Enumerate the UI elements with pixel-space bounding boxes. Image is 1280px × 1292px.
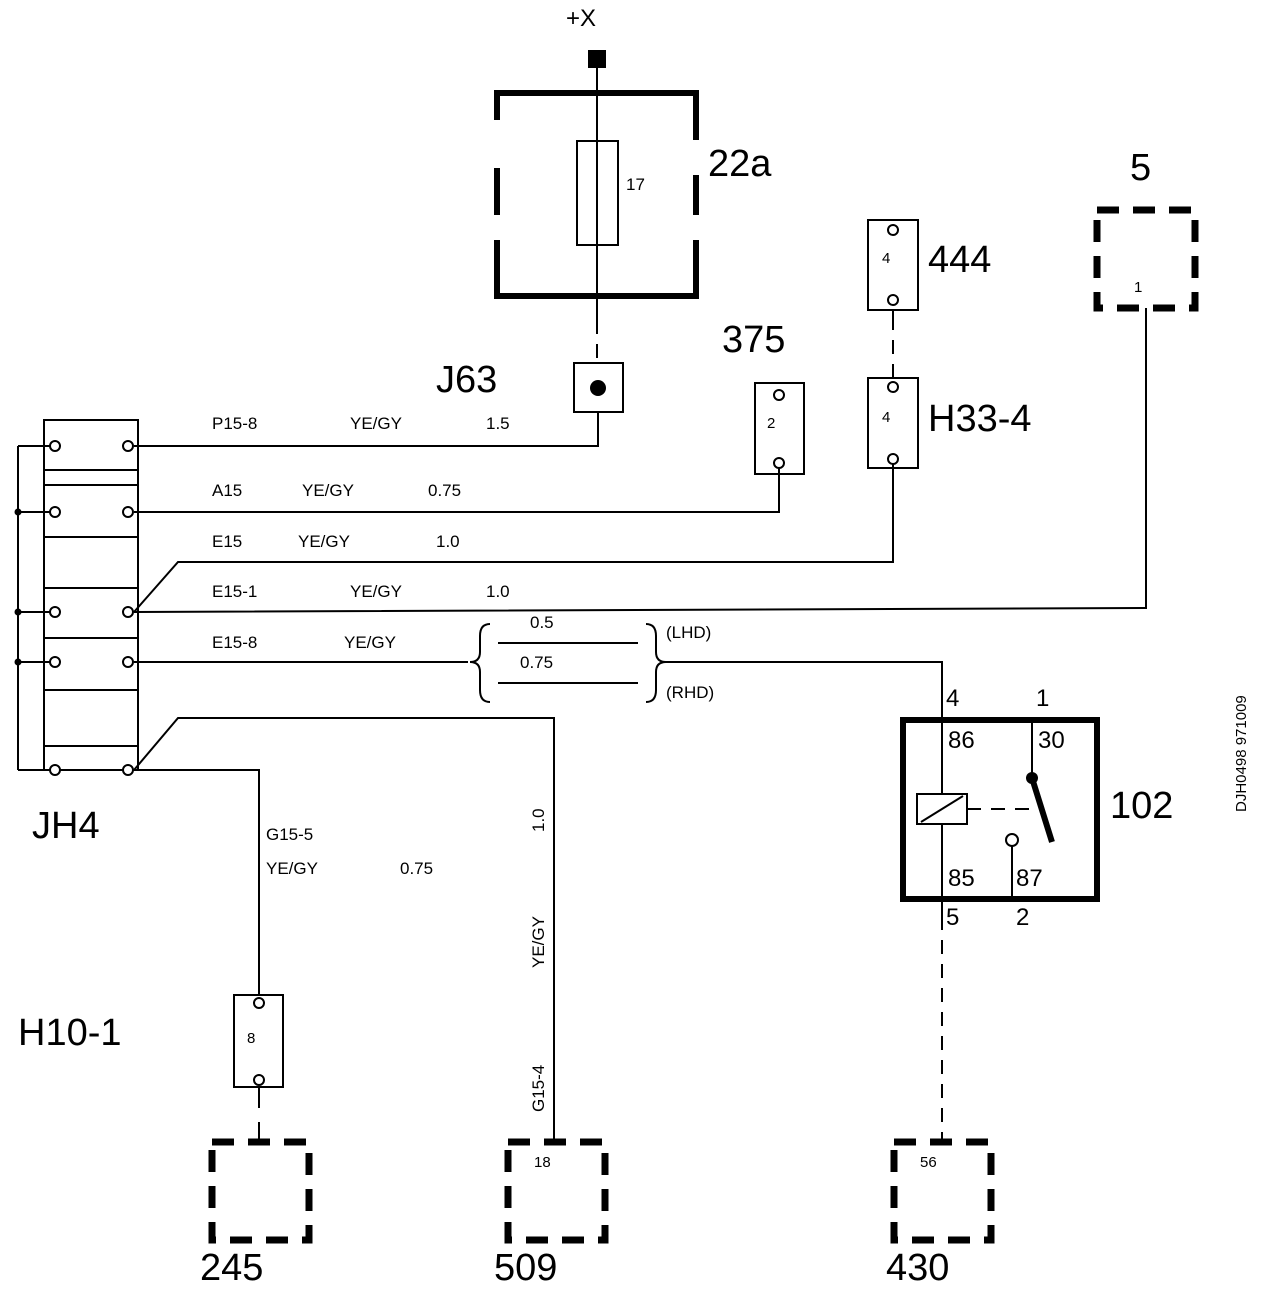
wire-a15-id: A15 [212, 481, 242, 500]
connector-375-cavity-top [773, 389, 785, 401]
wire-g15-4-color-group: YE/GY [529, 916, 548, 968]
relay-contact-arm [1029, 777, 1055, 843]
connector-444-ref: 444 [928, 239, 991, 281]
drawing-number-group: DJH0498 971009 [1233, 695, 1250, 812]
wire-g15-5-size: 0.75 [400, 859, 433, 878]
wire-g15-5-id: G15-5 [266, 825, 313, 844]
wire-p15-8 [134, 412, 599, 447]
wire-a15-color: YE/GY [302, 481, 354, 500]
component-5-ref: 5 [1130, 147, 1151, 189]
supply-label: +X [566, 5, 596, 32]
wire-g15-4 [133, 717, 555, 1142]
junction-block-ref: JH4 [32, 805, 100, 847]
connector-375-ref: 375 [722, 319, 785, 361]
connector-444-cavity-bottom [887, 294, 899, 306]
wire-e15-8-id: E15-8 [212, 633, 257, 652]
component-245-ref: 245 [200, 1247, 263, 1289]
supply-terminal [588, 50, 606, 68]
wire-e15-8-to-relay [666, 661, 943, 720]
variant-lhd-label: (LHD) [666, 623, 711, 642]
connector-444-pin: 4 [882, 250, 890, 267]
junction-block-jh4 [14, 419, 139, 771]
connector-375-cavity-bottom [773, 457, 785, 469]
connector-h33-cavity-bottom [887, 453, 899, 465]
component-509 [504, 1138, 609, 1244]
component-430-ref: 430 [886, 1247, 949, 1289]
variant-brace-right [645, 623, 667, 703]
relay-pin-85: 5 [946, 904, 959, 931]
wire-g15-4-id: G15-4 [529, 1065, 548, 1112]
variant-rhd-size: 0.75 [520, 653, 553, 672]
fuse-number: 17 [626, 175, 645, 194]
relay-pin-30: 1 [1036, 685, 1049, 712]
fuse-box-ref: 22a [708, 143, 772, 185]
wire-e15-1-id: E15-1 [212, 582, 257, 601]
wire-p15-8-size: 1.5 [486, 414, 510, 433]
component-509-ref: 509 [494, 1247, 557, 1289]
component-5 [1093, 206, 1199, 312]
component-5-pin: 1 [1134, 279, 1142, 296]
connector-h33-cavity-top [887, 381, 899, 393]
connector-375-pin: 2 [767, 415, 775, 432]
connector-h33-pin: 4 [882, 409, 890, 426]
splice-ref: J63 [436, 359, 497, 401]
wire-p15-8-id: P15-8 [212, 414, 257, 433]
wire-g15-5 [134, 769, 260, 997]
component-430-pin: 56 [920, 1154, 937, 1171]
wire-e15-8-color: YE/GY [344, 633, 396, 652]
connector-h10-ref: H10-1 [18, 1012, 122, 1054]
wire-g15-4-size-group: 1.0 [529, 808, 548, 832]
wire-a15 [134, 468, 780, 513]
wire-a15-size: 0.75 [428, 481, 461, 500]
wire-g15-4-id-group: G15-4 [529, 1065, 548, 1112]
variant-rhd-label: (RHD) [666, 683, 714, 702]
component-430 [890, 1138, 995, 1244]
relay-pin-87: 2 [1016, 904, 1029, 931]
connector-h33-ref: H33-4 [928, 398, 1032, 440]
wire-e15-1 [133, 308, 1147, 613]
component-509-pin: 18 [534, 1154, 551, 1171]
connector-444-cavity-top [887, 224, 899, 236]
relay-contact-87 [1005, 833, 1019, 847]
splice-node [590, 380, 606, 396]
wire-e15-1-color: YE/GY [350, 582, 402, 601]
connector-h10-cavity-top [253, 997, 265, 1009]
wire-e15-1-size: 1.0 [486, 582, 510, 601]
relay-term-30: 30 [1038, 727, 1065, 754]
wire-g15-4-color: YE/GY [529, 916, 548, 968]
wire-g15-5-color: YE/GY [266, 859, 318, 878]
drawing-number: DJH0498 971009 [1233, 695, 1250, 812]
connector-h10-1 [233, 994, 284, 1088]
connector-h10-pin: 8 [247, 1030, 255, 1047]
relay-pin-86: 4 [946, 685, 959, 712]
relay-term-86: 86 [948, 727, 975, 754]
wire-e15-color: YE/GY [298, 532, 350, 551]
wire-e15 [133, 464, 894, 613]
component-245 [208, 1138, 313, 1244]
variant-lhd-size: 0.5 [530, 613, 554, 632]
wire-p15-8-color: YE/GY [350, 414, 402, 433]
connector-h10-cavity-bottom [253, 1074, 265, 1086]
relay-term-87: 87 [1016, 865, 1043, 892]
wire-e15-id: E15 [212, 532, 242, 551]
wire-e15-size: 1.0 [436, 532, 460, 551]
wire-g15-4-size: 1.0 [529, 808, 548, 832]
relay-coil-diagonal [920, 795, 964, 823]
variant-brace-left [469, 623, 491, 703]
junction-block-terminals [49, 440, 134, 776]
relay-term-85: 85 [948, 865, 975, 892]
relay-ref: 102 [1110, 785, 1173, 827]
